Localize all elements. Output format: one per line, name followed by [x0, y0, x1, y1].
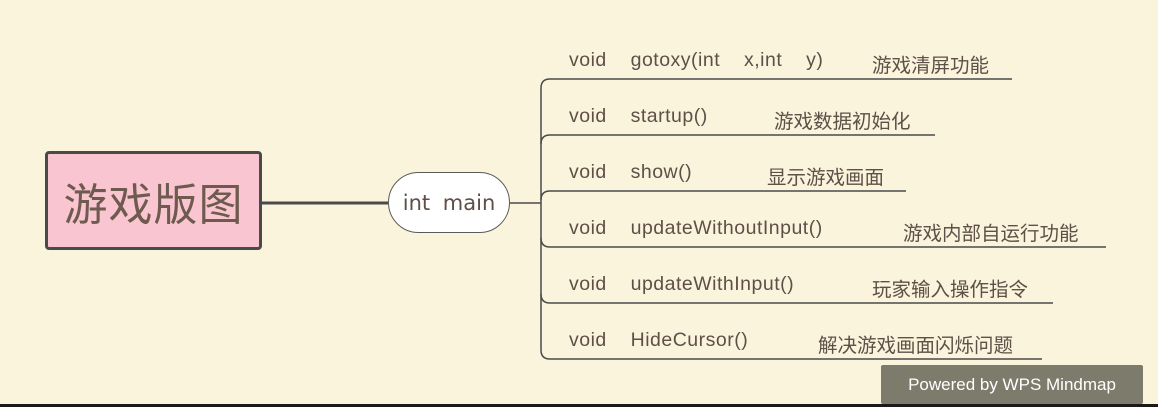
branch-function-label: void startup(): [569, 105, 708, 127]
branch-function-label: void updateWithInput(): [569, 273, 795, 295]
branch-description-label: 解决游戏画面闪烁问题: [818, 334, 1014, 357]
branch-underline-1: [540, 78, 1012, 89]
center-node-label: int main: [402, 190, 496, 215]
branch-underline-3: [540, 190, 906, 201]
root-node[interactable]: 游戏版图: [45, 151, 262, 250]
center-node[interactable]: int main: [388, 172, 510, 233]
branch-function-label: void updateWithoutInput(): [569, 217, 823, 239]
branch-description-label: 游戏内部自运行功能: [903, 222, 1079, 245]
root-node-label: 游戏版图: [63, 179, 244, 231]
wps-mindmap-watermark: Powered by WPS Mindmap: [881, 365, 1143, 404]
branch-description-label: 显示游戏画面: [767, 166, 885, 189]
branch-function-label: void HideCursor(): [569, 329, 749, 351]
branch-description-label: 游戏数据初始化: [774, 110, 911, 133]
branch-function-label: void gotoxy(int x,int y): [569, 49, 824, 71]
watermark-text: Powered by WPS Mindmap: [908, 374, 1116, 394]
branch-function-label: void show(): [569, 161, 693, 183]
branch-description-label: 游戏清屏功能: [872, 54, 990, 77]
branch-description-label: 玩家输入操作指令: [872, 278, 1029, 301]
branch-underline-2: [540, 134, 935, 145]
